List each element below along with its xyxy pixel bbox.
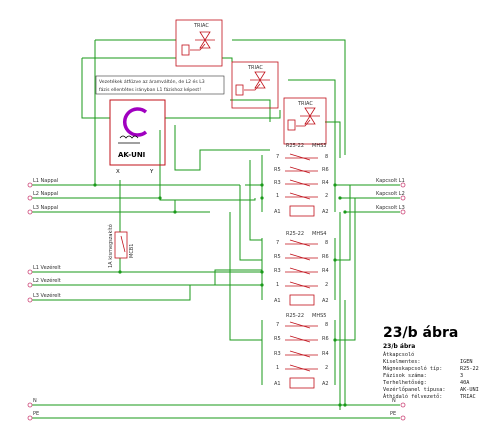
diagram-title: 23/b ábra [383, 325, 458, 341]
svg-text:AK-UNI: AK-UNI [460, 387, 479, 393]
svg-text:L1 Nappal: L1 Nappal [33, 178, 58, 184]
svg-text:Kiselmentes:: Kiselmentes: [383, 359, 420, 365]
svg-text:Mágneskapcsoló típ:: Mágneskapcsoló típ: [383, 365, 442, 372]
output-terminals [400, 182, 406, 421]
svg-text:Kapcsolt L1: Kapcsolt L1 [376, 178, 405, 184]
svg-text:Átkapcsoló: Átkapcsoló [383, 351, 414, 358]
svg-text:8: 8 [325, 322, 328, 328]
note-line-1: Vezetékek átfűzve az áramváltón, de L2 é… [99, 78, 205, 85]
wiring-note: Vezetékek átfűzve az áramváltón, de L2 é… [95, 75, 225, 95]
svg-text:Terhelhetőség:: Terhelhetőség: [383, 379, 427, 386]
contactor-3-code: MHS5 [312, 313, 326, 319]
svg-text:1: 1 [276, 282, 279, 288]
diagram-subtitle: 23/b ábra [383, 343, 415, 350]
contactor-2: R25-22 MHS4 7 R5 R3 1 A1 8 R6 R4 2 A2 [274, 231, 329, 306]
svg-text:R5: R5 [274, 167, 281, 173]
svg-text:2: 2 [325, 193, 328, 199]
contactor-1-name: R25-22 [286, 143, 304, 149]
svg-text:A2: A2 [322, 298, 329, 304]
svg-text:L2 Nappal: L2 Nappal [33, 191, 58, 197]
contactor-3-name: R25-22 [286, 313, 304, 319]
ak-uni-label: AK-UNI [118, 151, 145, 159]
svg-text:R6: R6 [322, 254, 329, 260]
svg-text:R25-22: R25-22 [460, 366, 479, 372]
svg-text:R3: R3 [274, 268, 281, 274]
coil-symbol [119, 135, 139, 139]
circuit-breaker: 1A kismegszakító MCB1 [107, 224, 135, 268]
triac-1: TRIAC [175, 19, 223, 67]
svg-text:Kapcsolt L2: Kapcsolt L2 [376, 191, 405, 197]
svg-text:8: 8 [325, 240, 328, 246]
svg-text:Vezérlőpanel típusa:: Vezérlőpanel típusa: [383, 386, 445, 393]
svg-text:TRIAC: TRIAC [460, 394, 476, 400]
ak-uni-pin-x: X [116, 169, 120, 175]
svg-text:L3 Nappal: L3 Nappal [33, 205, 58, 211]
svg-text:R5: R5 [274, 254, 281, 260]
svg-text:L2 Vezérelt: L2 Vezérelt [33, 277, 61, 284]
svg-text:Fázisok száma:: Fázisok száma: [383, 372, 427, 379]
svg-text:R4: R4 [322, 180, 329, 186]
svg-text:8: 8 [325, 154, 328, 160]
wiring [32, 39, 400, 419]
svg-text:TRIAC: TRIAC [193, 23, 209, 29]
svg-text:N: N [33, 398, 37, 404]
mcb-code: MCB1 [129, 244, 135, 258]
input-terminals [27, 182, 33, 421]
svg-text:Áthidaló félvezető:: Áthidaló félvezető: [383, 393, 442, 400]
contactor-1-code: MHS3 [312, 143, 326, 149]
svg-text:R6: R6 [322, 336, 329, 342]
svg-text:R3: R3 [274, 180, 281, 186]
svg-text:1: 1 [276, 193, 279, 199]
svg-text:R6: R6 [322, 167, 329, 173]
svg-text:PE: PE [390, 411, 396, 417]
svg-text:A1: A1 [274, 209, 281, 215]
title-block: 23/b ábra 23/b ábra Átkapcsoló Kiselment… [383, 325, 479, 400]
svg-text:A1: A1 [274, 381, 281, 387]
ak-uni-pin-y: Y [149, 169, 154, 175]
svg-text:2: 2 [325, 282, 328, 288]
contactor-2-name: R25-22 [286, 231, 304, 237]
contactor-1: R25-22 MHS3 7 R5 R3 1 A1 8 R6 R4 2 A2 [274, 143, 329, 217]
svg-text:7: 7 [276, 240, 279, 246]
current-transformer-symbol [122, 107, 148, 137]
svg-text:TRIAC: TRIAC [247, 65, 263, 71]
svg-text:N: N [392, 398, 396, 404]
svg-text:40A: 40A [460, 380, 470, 386]
svg-text:R3: R3 [274, 351, 281, 357]
input-labels: L1 Nappal L2 Nappal L3 Nappal L1 Vezérel… [33, 178, 61, 417]
contactor-3: R25-22 MHS5 7 R5 R3 1 A1 8 R6 R4 2 A2 [274, 313, 329, 389]
svg-text:R4: R4 [322, 268, 329, 274]
svg-text:R4: R4 [322, 351, 329, 357]
svg-text:A1: A1 [274, 298, 281, 304]
ak-uni-module: AK-UNI X Y [109, 99, 166, 175]
svg-text:L3 Vezérelt: L3 Vezérelt [33, 292, 61, 299]
svg-text:TRIAC: TRIAC [297, 101, 313, 107]
svg-text:IGEN: IGEN [460, 359, 473, 365]
output-labels: Kapcsolt L1 Kapcsolt L2 Kapcsolt L3 N PE [376, 178, 405, 417]
junction-dots [93, 183, 347, 407]
svg-text:L1 Vezérelt: L1 Vezérelt [33, 264, 61, 271]
svg-text:7: 7 [276, 154, 279, 160]
note-line-2: fázis ellentétes irányban L1 fázishoz ké… [99, 86, 201, 93]
triac-2: TRIAC [231, 61, 279, 109]
svg-text:1: 1 [276, 365, 279, 371]
svg-text:PE: PE [33, 411, 39, 417]
svg-text:A2: A2 [322, 381, 329, 387]
svg-text:2: 2 [325, 365, 328, 371]
svg-text:R5: R5 [274, 336, 281, 342]
svg-text:Kapcsolt L3: Kapcsolt L3 [376, 205, 405, 211]
mcb-note: 1A kismegszakító [107, 224, 114, 268]
triac-3: TRIAC [283, 97, 327, 145]
contactor-2-code: MHS4 [312, 231, 326, 237]
svg-text:7: 7 [276, 322, 279, 328]
svg-text:3: 3 [460, 373, 463, 379]
svg-text:A2: A2 [322, 209, 329, 215]
